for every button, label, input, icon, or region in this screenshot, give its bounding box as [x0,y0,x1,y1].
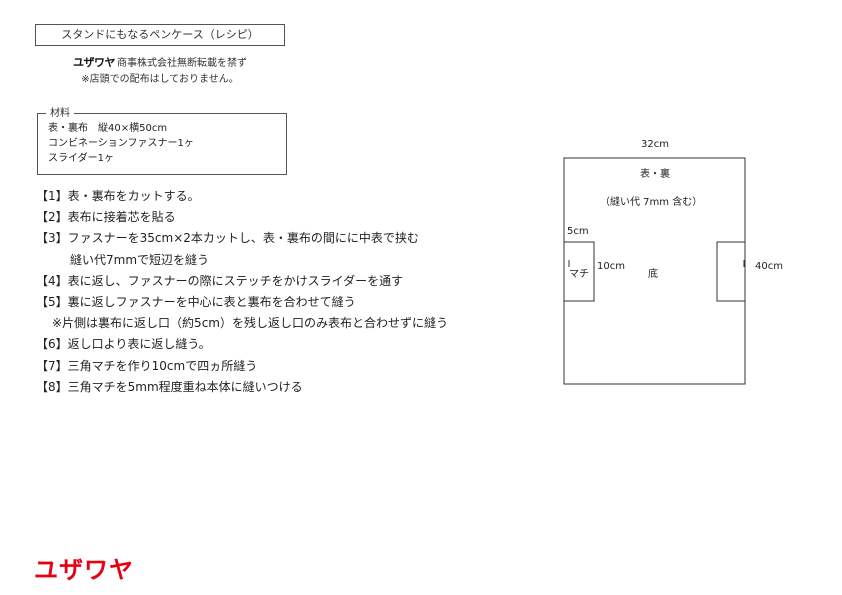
gusset-height-label: 10cm [597,261,625,272]
seam-allowance-note: （縫い代 7mm 含む） [600,197,703,208]
material-item: 表・裏布 縦40×横50cm [48,123,168,134]
material-item: コンビネーションファスナー1ヶ [48,138,194,149]
main-panel [563,157,746,385]
height-label: 40cm [755,261,783,272]
brand-logo: ユザワヤ [34,556,134,584]
copyright-notice: 商事株式会社無断転載を禁ず [117,58,247,69]
left-gusset-cutout [564,241,595,302]
step-item: 【4】表に返し、ファスナーの際にステッチをかけスライダーを通す [36,273,404,288]
bottom-label: 底 [648,269,658,280]
steps-list: 【1】表・裏布をカットする。 【2】表布に接着芯を貼る 【3】ファスナーを35c… [36,186,448,398]
step-item: 【7】三角マチを作り10cmで四ヵ所縫う [36,358,258,373]
materials-heading: 材料 [46,104,74,119]
step-item: 【1】表・裏布をカットする。 [36,189,200,203]
step-item: 【5】裏に返しファスナーを中心に表と裏布を合わせて縫う [36,295,356,310]
distribution-notice: ※店頭での配布はしておりません。 [81,74,239,85]
panel-label: 表・裏 [640,169,670,180]
materials-list: 表・裏布 縦40×横50cm コンビネーションファスナー1ヶ スライダー1ヶ [48,121,194,166]
gusset-label: マチ [569,269,589,280]
material-item: スライダー1ヶ [48,153,114,164]
step-item: 【8】三角マチを5mm程度重ね本体に縫いつける [36,379,303,394]
materials-box [37,113,287,175]
gusset-width-label: 5cm [567,226,589,237]
step-item: 【6】返し口より表に返し縫う。 [36,337,211,352]
width-label: 32cm [641,139,669,150]
recipe-title: スタンドにもなるペンケース（レシピ） [35,24,285,46]
brand-logo-inline: ユザワヤ [73,56,116,69]
right-gusset-cutout [716,241,745,302]
step-subitem: 縫い代7mmで短辺を縫う [70,252,210,267]
copyright-line: ユザワヤ商事株式会社無断転載を禁ず [0,54,320,70]
step-item: 【3】ファスナーを35cm×2本カットし、表・裏布の間にに中表で挟む [36,231,419,246]
step-note: ※片側は裏布に返し口（約5cm）を残し返し口のみ表布と合わせずに縫う [52,316,448,331]
step-item: 【2】表布に接着芯を貼る [36,210,176,225]
pattern-diagram [563,157,746,385]
